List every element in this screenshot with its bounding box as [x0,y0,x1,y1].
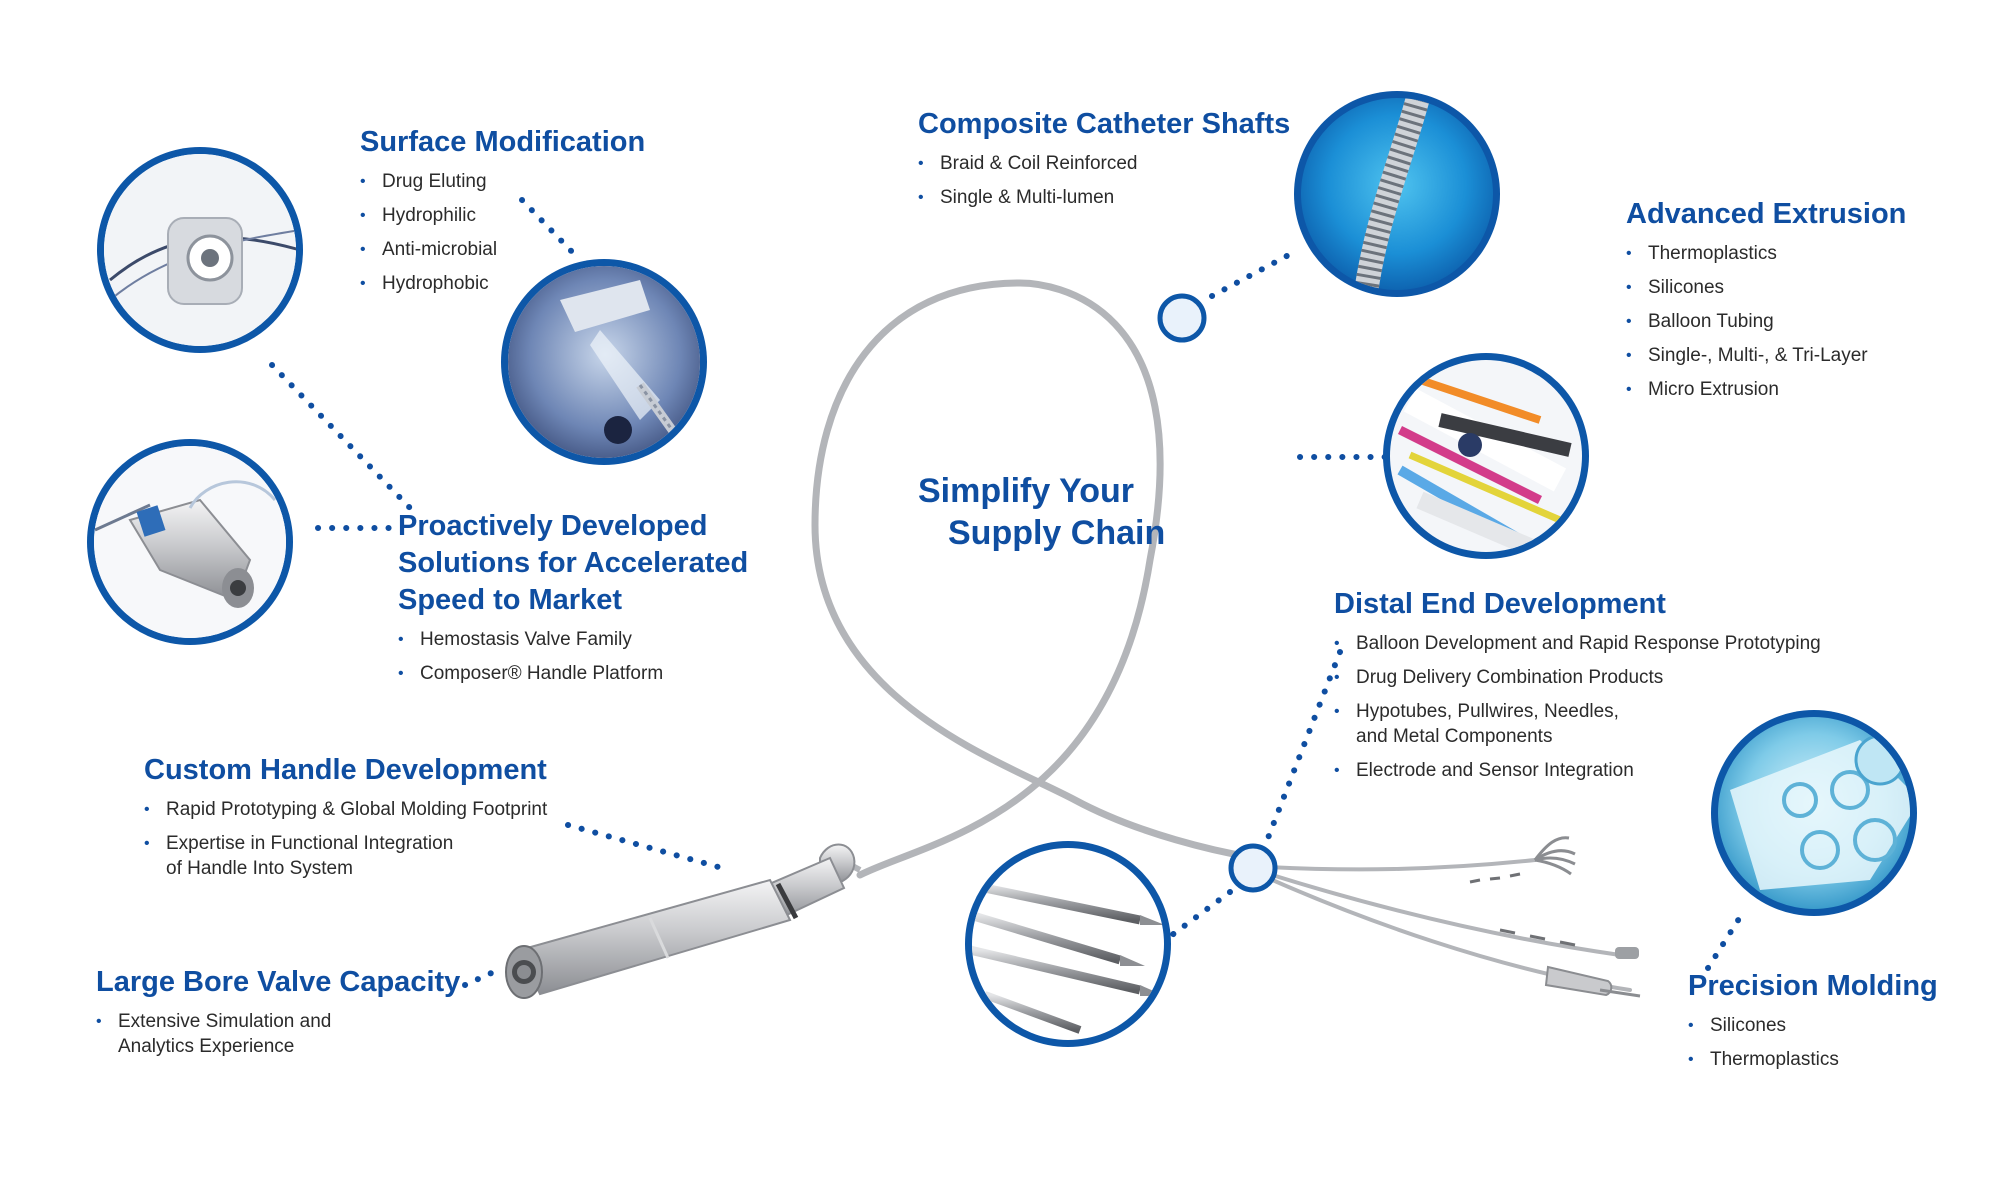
composite-shafts-heading: Composite Catheter Shafts [918,108,1291,140]
list-item: Silicones [1626,275,1986,300]
list-item: Balloon Tubing [1626,309,1986,334]
extrusion-tubes-icon [1383,353,1589,559]
catheter-loop [811,279,1254,879]
center-title-line1: Simplify Your [918,472,1135,510]
list-item: Single & Multi-lumen [918,185,1338,210]
large-bore-heading: Large Bore Valve Capacity [96,966,461,998]
list-item: Balloon Development and Rapid Response P… [1334,631,1894,656]
composite-shafts-list: Braid & Coil Reinforced Single & Multi-l… [918,151,1338,210]
distal-tips [1469,836,1641,998]
custom-handle-section: Custom Handle Development Rapid Prototyp… [144,752,624,890]
distal-end-list: Balloon Development and Rapid Response P… [1334,631,1894,783]
proactive-solutions-heading: Proactively Developed Solutions for Acce… [398,508,798,619]
proactive-solutions-section: Proactively Developed Solutions for Acce… [398,508,798,695]
proactive-heading-line2: Solutions for Accelerated [398,547,749,579]
list-item: Anti-microbial [360,237,720,262]
list-item: Thermoplastics [1626,241,1986,266]
list-item: Composer® Handle Platform [398,661,798,686]
list-item: Drug Delivery Combination Products [1334,665,1894,690]
handle-device-icon [87,439,293,645]
surface-modification-list: Drug Eluting Hydrophilic Anti-microbial … [360,169,720,296]
precision-molding-heading: Precision Molding [1688,970,1938,1002]
list-item: Thermoplastics [1688,1047,1988,1072]
list-item: Hypotubes, Pullwires, Needles, and Metal… [1334,699,1894,749]
large-bore-section: Large Bore Valve Capacity Extensive Simu… [96,964,496,1068]
distal-end-section: Distal End Development Balloon Developme… [1334,586,1894,792]
list-item: Hydrophilic [360,203,720,228]
list-item: Extensive Simulation and Analytics Exper… [96,1009,496,1059]
catheter-handle-device [505,843,862,999]
surface-modification-heading: Surface Modification [360,126,646,158]
loop-node-distal [1228,843,1278,893]
proactive-heading-line1: Proactively Developed [398,510,708,542]
list-item: Braid & Coil Reinforced [918,151,1338,176]
center-title: Simplify Your Supply Chain [918,470,1238,554]
precision-molding-list: Silicones Thermoplastics [1688,1013,1988,1072]
advanced-extrusion-heading: Advanced Extrusion [1626,198,1907,230]
custom-handle-list: Rapid Prototyping & Global Molding Footp… [144,797,624,881]
proactive-solutions-list: Hemostasis Valve Family Composer® Handle… [398,627,798,686]
needles-icon [965,841,1171,1047]
list-item: Hemostasis Valve Family [398,627,798,652]
braided-shaft-icon [1294,91,1500,297]
distal-end-heading: Distal End Development [1334,588,1666,620]
list-item: Single-, Multi-, & Tri-Layer [1626,343,1986,368]
surface-modification-section: Surface Modification Drug Eluting Hydrop… [360,124,720,305]
spray-coating-icon [501,259,707,465]
list-item: Hydrophobic [360,271,720,296]
list-item: Electrode and Sensor Integration [1334,758,1894,783]
advanced-extrusion-list: Thermoplastics Silicones Balloon Tubing … [1626,241,1986,402]
list-item: Rapid Prototyping & Global Molding Footp… [144,797,624,822]
proactive-heading-line3: Speed to Market [398,584,622,616]
large-bore-list: Extensive Simulation and Analytics Exper… [96,1009,496,1059]
list-item: Micro Extrusion [1626,377,1986,402]
center-title-line2: Supply Chain [948,514,1166,552]
list-item: Expertise in Functional Integration of H… [144,831,624,881]
advanced-extrusion-section: Advanced Extrusion Thermoplastics Silico… [1626,196,1986,411]
list-item: Silicones [1688,1013,1988,1038]
distal-wires [1248,858,1632,992]
precision-molding-section: Precision Molding Silicones Thermoplasti… [1688,968,1988,1081]
composite-shafts-section: Composite Catheter Shafts Braid & Coil R… [918,106,1338,219]
custom-handle-heading: Custom Handle Development [144,754,547,786]
valve-housing-icon [97,147,303,353]
loop-node-top [1157,293,1207,343]
list-item: Drug Eluting [360,169,720,194]
